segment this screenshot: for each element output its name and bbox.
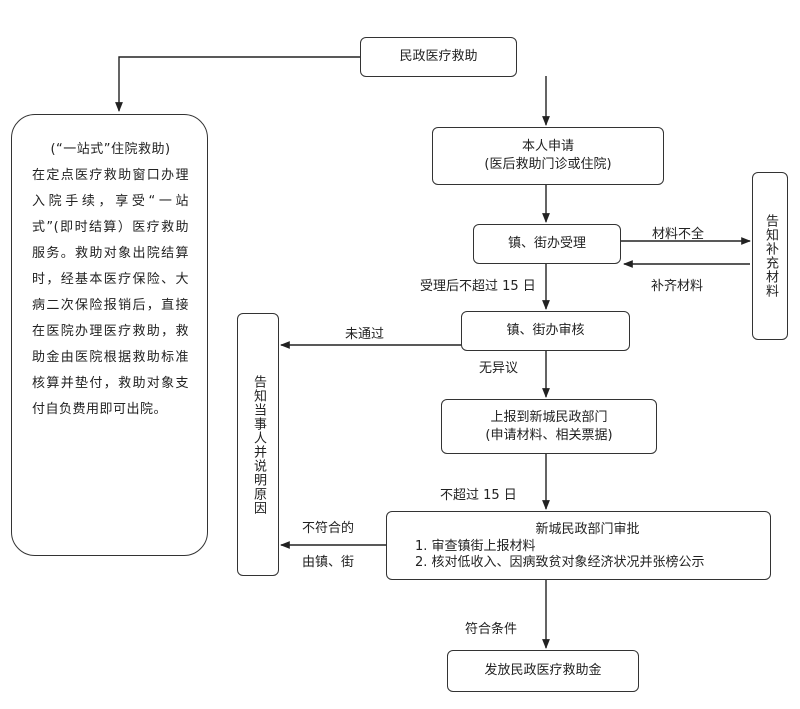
start-node: 民政医疗救助 [360, 37, 517, 77]
notify-reason-node: 告知当事人并说明原因 [237, 313, 279, 576]
report-node-line1: 上报到新城民政部门 [490, 409, 608, 425]
notify-reason-label: 告知当事人并说明原因 [251, 374, 266, 515]
notify-supplement-label: 告知补充材料 [763, 214, 778, 298]
apply-node: 本人申请 (医后救助门诊或住院) [432, 127, 664, 185]
label-accept-within: 受理后不超过 15 日 [420, 279, 536, 294]
left-panel-title: (“一站式”住院救助) [50, 142, 171, 157]
review-node: 镇、街办审核 [461, 311, 630, 351]
apply-node-line2: (医后救助门诊或住院) [484, 157, 612, 172]
label-material-incomplete: 材料不全 [652, 227, 705, 242]
report-node-line2: (申请材料、相关票据) [485, 427, 613, 443]
review-node-label: 镇、街办审核 [506, 323, 585, 338]
issue-node: 发放民政医疗救助金 [447, 650, 639, 692]
label-non-compliant-2: 由镇、街 [302, 555, 355, 570]
label-non-compliant-1: 不符合的 [302, 521, 355, 536]
issue-node-label: 发放民政医疗救助金 [484, 663, 602, 678]
accept-node-label: 镇、街办受理 [507, 236, 586, 251]
label-compliant: 符合条件 [465, 622, 518, 637]
label-no-objection: 无异议 [479, 361, 519, 376]
approve-node-item-2: 2. 核对低收入、因病致贫对象经济状况并张榜公示 [415, 554, 705, 570]
approve-node: 新城民政部门审批 1. 审查镇街上报材料 2. 核对低收入、因病致贫对象经济状况… [386, 511, 771, 580]
left-panel-body: 在定点医疗救助窗口办理入院手续，享受“一站式”(即时结算）医疗救助服务。救助对象… [32, 168, 189, 417]
apply-node-line1: 本人申请 [521, 139, 574, 154]
approve-node-heading: 新城民政部门审批 [535, 521, 640, 537]
report-node: 上报到新城民政部门 (申请材料、相关票据) [441, 399, 657, 454]
label-within-15: 不超过 15 日 [440, 488, 517, 503]
one-stop-hospital-aid-panel: (“一站式”住院救助) 在定点医疗救助窗口办理入院手续，享受“一站式”(即时结算… [11, 114, 208, 556]
start-node-label: 民政医疗救助 [399, 49, 478, 64]
approve-node-item-1: 1. 审查镇街上报材料 [415, 538, 536, 554]
notify-supplement-node: 告知补充材料 [752, 172, 788, 340]
label-not-passed: 未通过 [345, 327, 385, 342]
edge-start-to-left-panel [115, 56, 360, 112]
label-supplement-material: 补齐材料 [651, 279, 704, 294]
accept-node: 镇、街办受理 [473, 224, 621, 264]
